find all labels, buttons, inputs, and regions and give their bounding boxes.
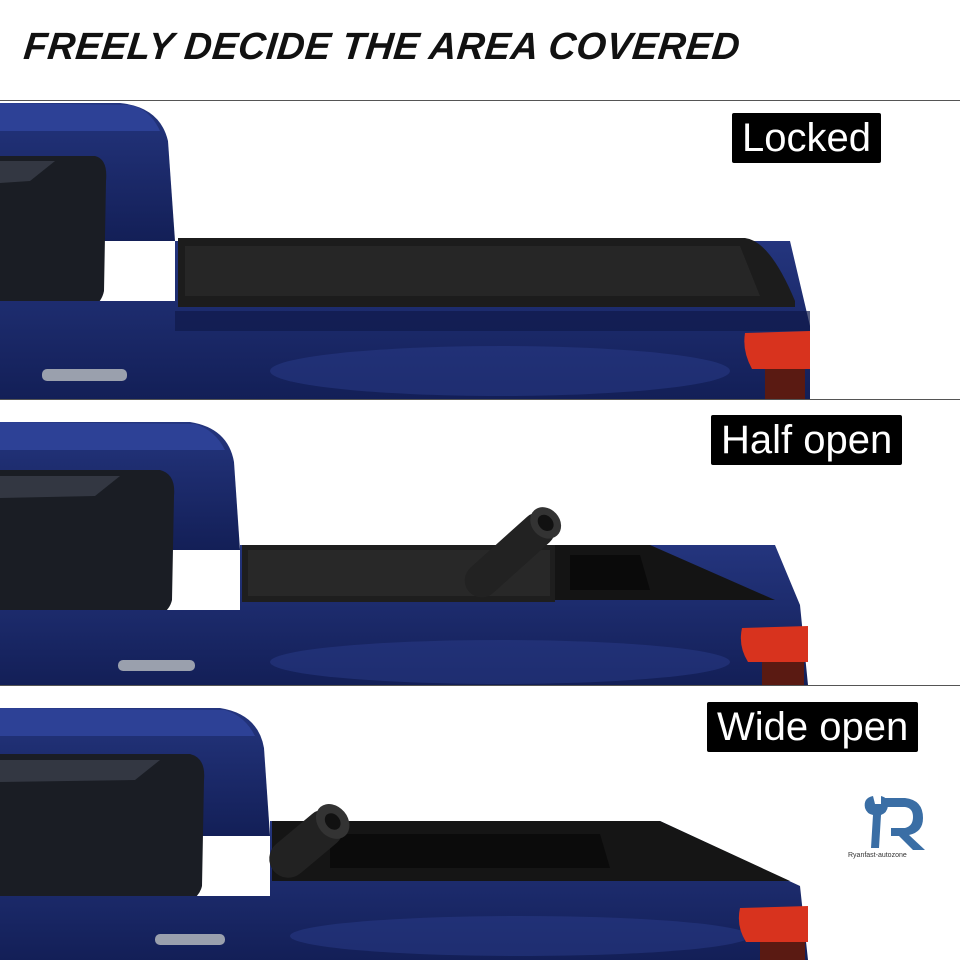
divider-1	[0, 399, 960, 400]
panel-half-open: Half open	[0, 400, 960, 685]
divider-top	[0, 100, 960, 101]
truck-half-open-image	[0, 422, 808, 685]
label-wide-open: Wide open	[707, 702, 919, 752]
wrench-r-logo-icon	[864, 796, 925, 850]
divider-2	[0, 685, 960, 686]
headline: FREELY DECIDE THE AREA COVERED	[21, 26, 743, 68]
truck-locked-image	[0, 103, 810, 399]
panel-locked: Locked	[0, 101, 960, 399]
brand-caption: Ryanfast-autozone	[848, 852, 907, 859]
truck-wide-open-image	[0, 708, 808, 960]
label-locked: Locked	[732, 113, 881, 163]
panel-wide-open: Wide open	[0, 686, 960, 960]
label-half-open: Half open	[711, 415, 903, 465]
